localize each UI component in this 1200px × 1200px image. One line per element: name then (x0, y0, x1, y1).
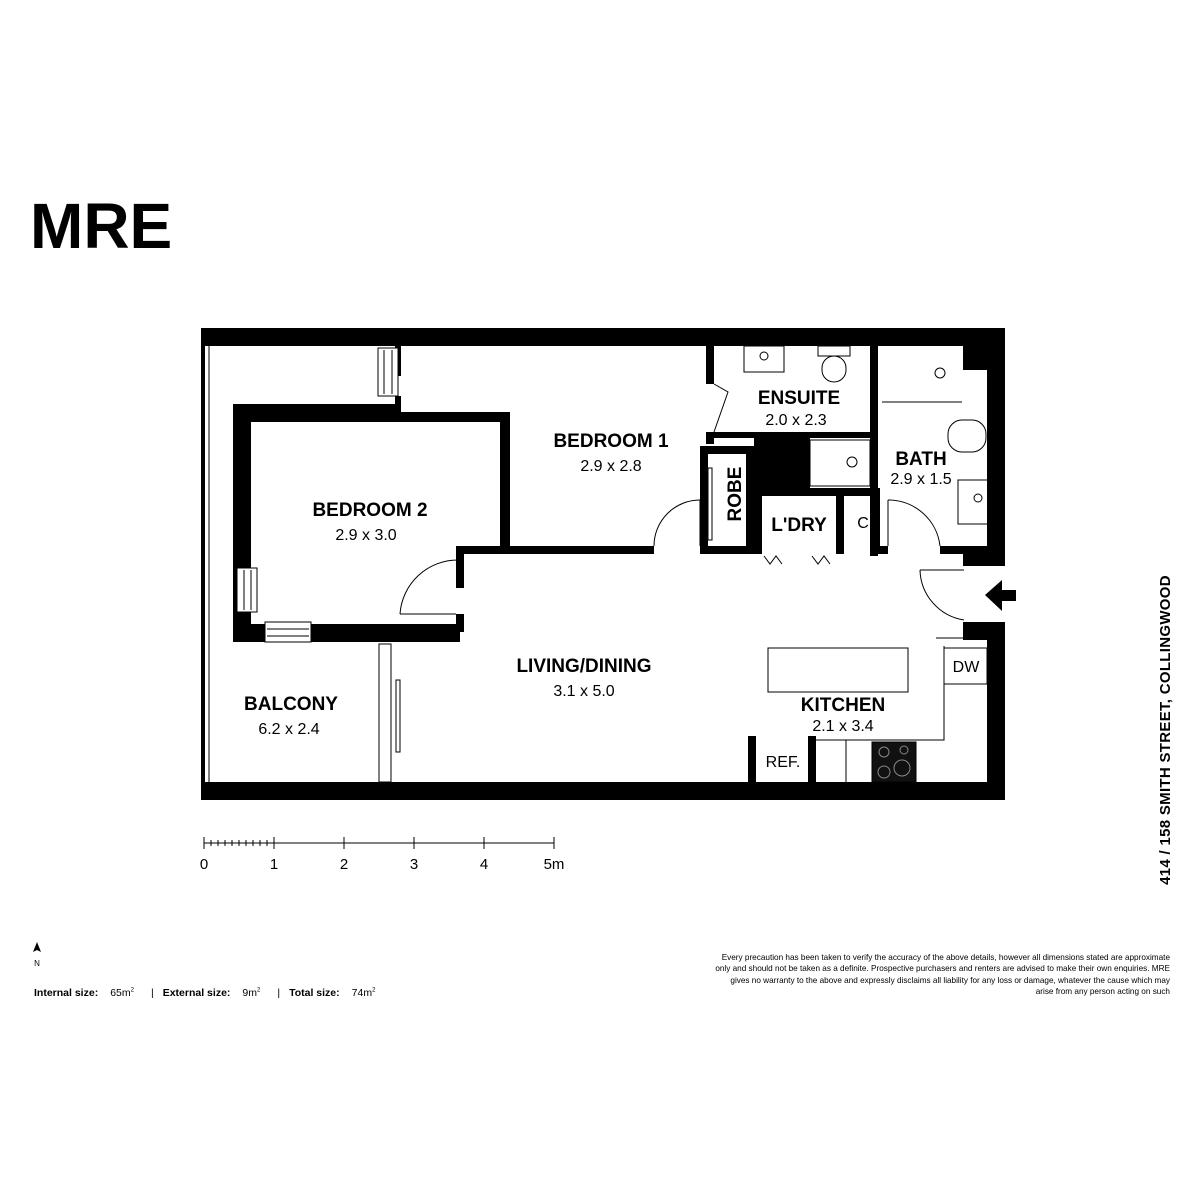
scale-label-0: 0 (200, 856, 208, 873)
scale-bar: 0 1 2 3 4 5m (200, 837, 565, 873)
scale-label-3: 3 (410, 856, 418, 873)
label-balcony: BALCONY (244, 694, 338, 715)
north-arrow-icon: N (33, 942, 41, 968)
scale-label-1: 1 (270, 856, 278, 873)
interior-walls (233, 346, 987, 782)
dims-bedroom1: 2.9 x 2.8 (580, 458, 641, 475)
windows (236, 347, 399, 643)
scale-label-4: 4 (480, 856, 488, 873)
entry-arrow-icon (985, 580, 1016, 611)
scale-label-5: 5m (544, 856, 565, 873)
label-fridge: REF. (766, 754, 801, 771)
label-living: LIVING/DINING (516, 656, 651, 677)
outer-walls (201, 328, 1005, 800)
dims-ensuite: 2.0 x 2.3 (765, 412, 826, 429)
label-bedroom2: BEDROOM 2 (312, 500, 427, 521)
area-summary: Internal size: 65m2 | External size: 9m2 | Tot… (34, 987, 383, 999)
label-bath: BATH (895, 449, 946, 470)
internal-size-label: Internal size: (34, 987, 99, 999)
label-dishwasher: DW (953, 659, 981, 676)
label-kitchen: KITCHEN (801, 695, 885, 716)
dims-balcony: 6.2 x 2.4 (258, 721, 319, 738)
internal-size-value: 65m2 (110, 987, 134, 999)
label-ensuite: ENSUITE (758, 388, 840, 409)
label-bedroom1: BEDROOM 1 (553, 431, 669, 452)
dims-bedroom2: 2.9 x 3.0 (335, 527, 396, 544)
property-address: 414 / 158 SMITH STREET, COLLINGWOOD (1157, 575, 1174, 885)
wet-area-fixtures (743, 345, 989, 525)
label-robe: ROBE (725, 467, 746, 522)
north-label: N (34, 959, 40, 968)
balcony-glazing (208, 346, 401, 783)
external-size-label: External size: (162, 987, 231, 999)
doors (399, 383, 965, 621)
total-size-value: 74m2 (351, 987, 376, 999)
label-cupboard: C (857, 515, 869, 532)
disclaimer-text: Every precaution has been taken to verif… (715, 953, 1170, 996)
dims-kitchen: 2.1 x 3.4 (812, 718, 873, 735)
separator: | (150, 987, 154, 999)
dims-bath: 2.9 x 1.5 (890, 471, 951, 488)
dims-living: 3.1 x 5.0 (553, 683, 614, 700)
total-size-label: Total size: (289, 987, 340, 999)
scale-label-2: 2 (340, 856, 348, 873)
brand-logo: MRE (30, 190, 172, 262)
label-laundry: L'DRY (771, 515, 827, 536)
kitchen-fixtures (767, 637, 988, 783)
external-size-value: 9m2 (242, 987, 261, 999)
separator: | (277, 987, 281, 999)
